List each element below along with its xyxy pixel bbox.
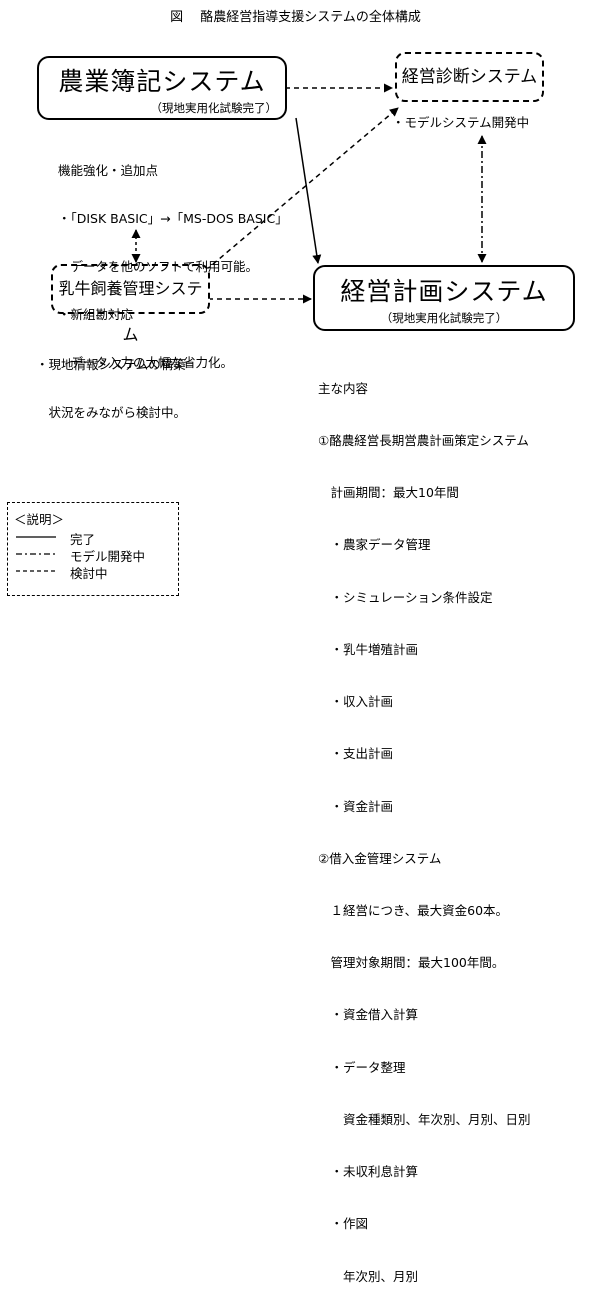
note-line: 年次別、月別 [318, 1268, 419, 1284]
keiei-keikaku-system-name: 経営計画システム [340, 277, 548, 306]
note-line: ・収入計画 [318, 694, 394, 710]
nyugyu-shiyo-notes: ・現地情報システムの構築 状況をみながら検討中。 [36, 325, 186, 437]
keiei-shindan-system-box: 経営診断システム [395, 52, 544, 102]
note-line: ・新組勘対応 [58, 307, 134, 322]
note-line: ・データ整理 [318, 1059, 406, 1075]
note-line: ①酪農経営長期営農計画策定システム [318, 433, 529, 449]
note-line: 管理対象期間：最大100年間。 [318, 955, 505, 971]
note-line: ・未収利息計算 [318, 1164, 419, 1180]
legend-label-dashdot: モデル開発中 [70, 549, 146, 564]
keiei-shindan-note: ・モデルシステム開発中 [392, 115, 530, 130]
nogyo-boki-notes: 機能強化・追加点 ・「DISK BASIC」→「MS-DOS BASIC」 デー… [58, 131, 288, 387]
keiei-keikaku-system-status: （現地実用化試験完了） [380, 311, 508, 325]
nyugyu-shiyo-system-box: 乳牛飼養管理システム [51, 264, 210, 344]
note-line: ・資金計画 [318, 798, 394, 814]
note-line: ・農家データ管理 [318, 537, 431, 553]
legend-title: ＜説明＞ [14, 512, 65, 527]
note-line: データを他のソフトで利用可能。 [58, 259, 259, 274]
legend-box: ＜説明＞ 完了 モデル開発中 検討中 [7, 502, 179, 596]
note-line: ・作図 [318, 1216, 369, 1232]
note-line: １経営につき、最大資金60本。 [318, 903, 509, 918]
nyugyu-shiyo-system-name: 乳牛飼養管理システム [58, 279, 203, 344]
note-line: ・シミュレーション条件設定 [318, 589, 493, 605]
connector-lines [16, 83, 487, 572]
note-line: ・現地情報システムの構築 [36, 357, 186, 372]
note-line: 資金種類別、年次別、月別、日別 [318, 1111, 531, 1127]
note-line: ②借入金管理システム [318, 850, 442, 866]
note-line: ・資金借入計算 [318, 1007, 419, 1023]
legend-label-dashed: 検討中 [70, 566, 108, 581]
note-line: ・「DISK BASIC」→「MS-DOS BASIC」 [58, 211, 288, 226]
note-line: 機能強化・追加点 [58, 163, 159, 178]
keiei-keikaku-notes: 主な内容 ①酪農経営長期営農計画策定システム 計画期間：最大10年間 ・農家デー… [318, 345, 531, 1302]
figure-title: 図 酪農経営指導支援システムの全体構成 [170, 10, 421, 25]
note-line: 状況をみながら検討中。 [36, 405, 187, 420]
nogyo-boki-system-box: 農業簿記システム （現地実用化試験完了） [37, 56, 287, 120]
arrow-boki-to-keikaku [295, 117, 322, 264]
note-line: 計画期間：最大10年間 [318, 485, 459, 501]
legend-label-solid: 完了 [70, 532, 96, 547]
note-line: ・支出計画 [318, 746, 394, 762]
keiei-keikaku-system-box: 経営計画システム （現地実用化試験完了） [313, 265, 575, 331]
keiei-shindan-system-name: 経営診断システム [401, 67, 538, 87]
note-line: データ入力の大幅な省力化。 [58, 355, 234, 370]
nogyo-boki-system-name: 農業簿記システム [58, 67, 266, 96]
note-line: ・乳牛増殖計画 [318, 641, 419, 657]
nogyo-boki-system-status: （現地実用化試験完了） [150, 101, 278, 115]
note-line: 主な内容 [318, 380, 369, 396]
arrow-nyugyu-to-shindan [205, 107, 399, 271]
